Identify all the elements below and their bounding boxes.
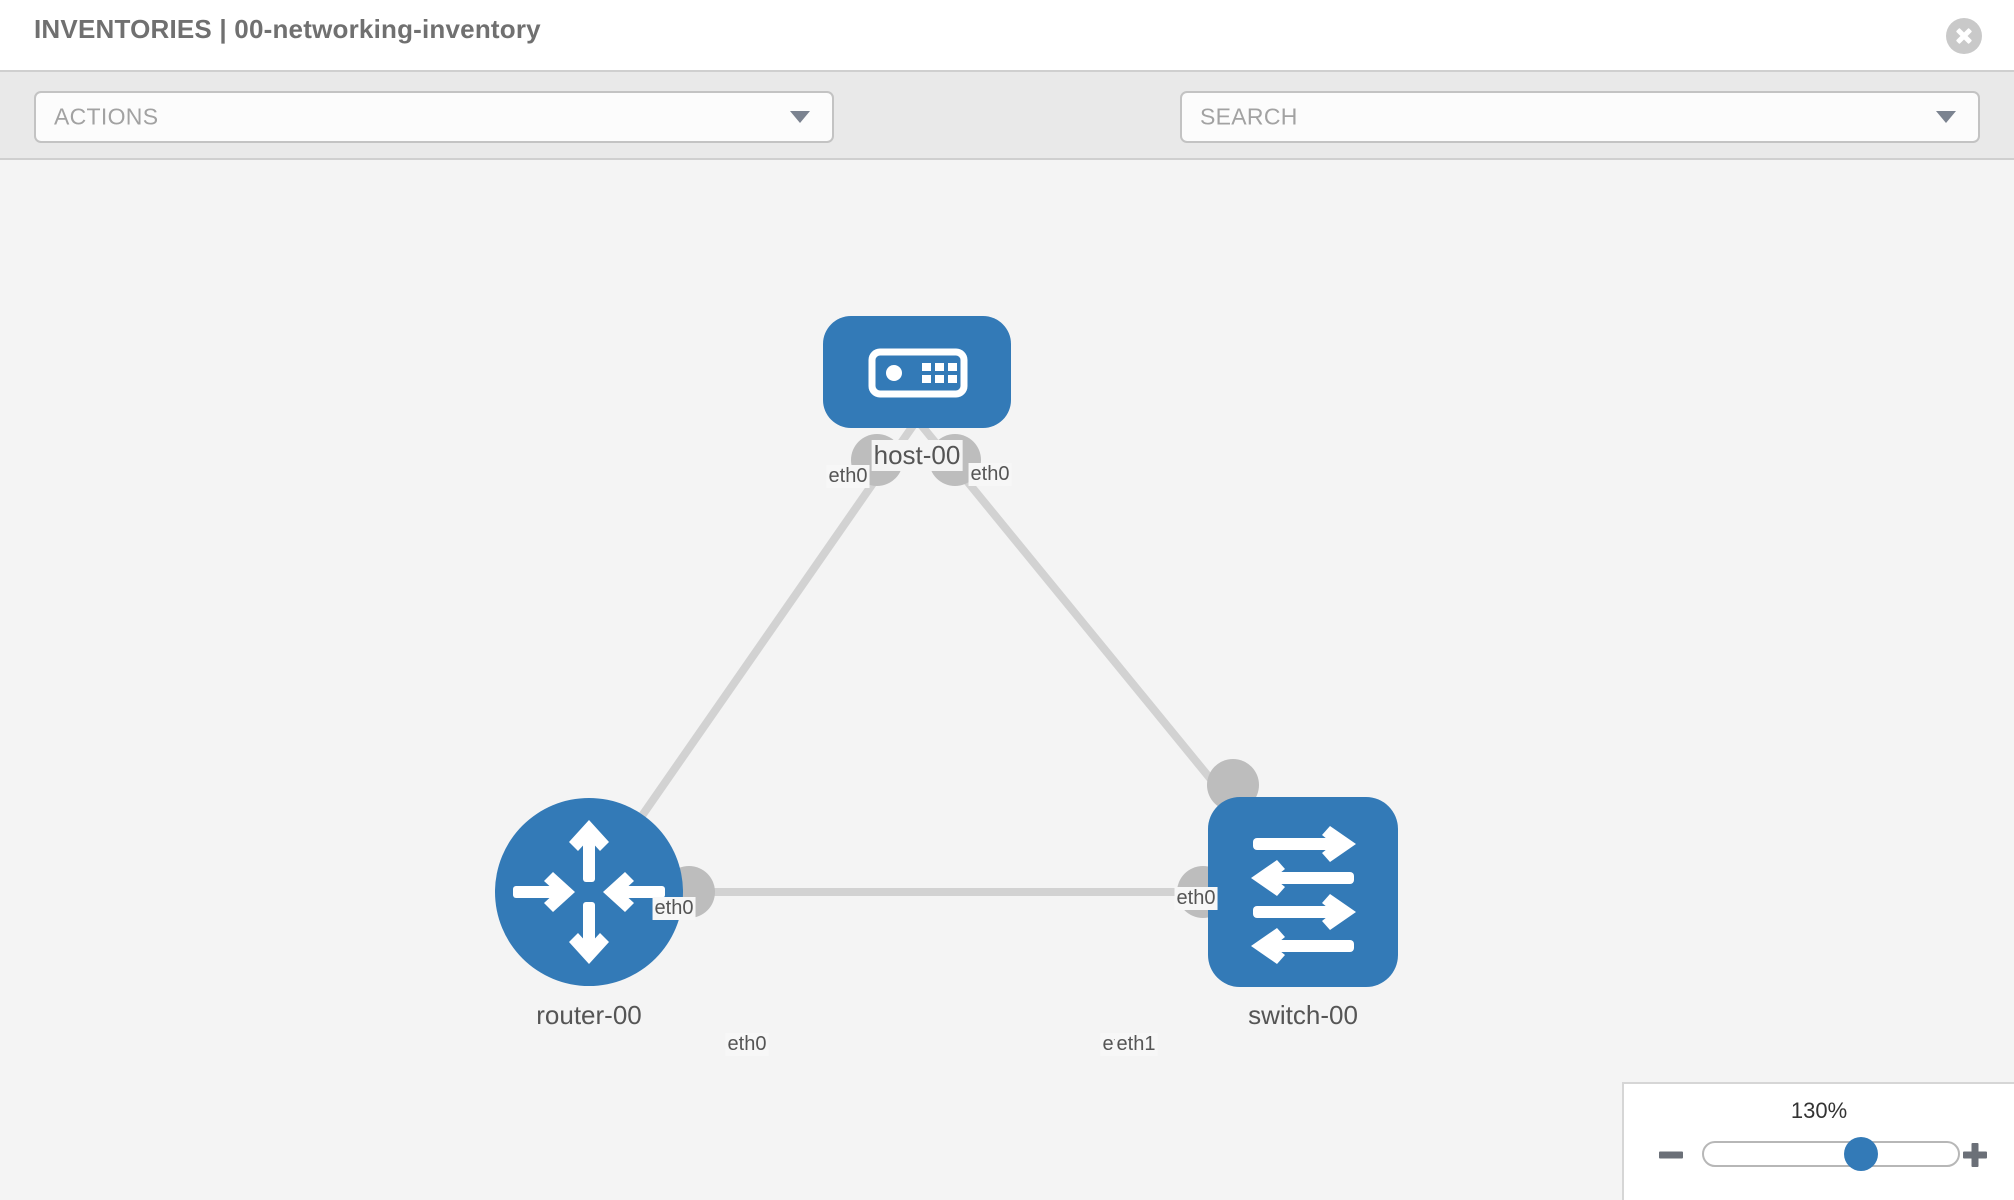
node-router-00	[495, 798, 683, 986]
page-title: INVENTORIES | 00-networking-inventory	[34, 14, 541, 44]
zoom-slider-handle[interactable]	[1844, 1137, 1879, 1171]
page-header: INVENTORIES | 00-networking-inventory	[0, 0, 2014, 70]
iface-label-switch-to-host: eth0	[1174, 887, 1218, 910]
chevron-down-icon	[1936, 111, 1956, 123]
zoom-control-panel: 130%	[1622, 1082, 2014, 1200]
switch-arrows-icon	[1251, 826, 1356, 964]
zoom-level-value: 130%	[1790, 1098, 1848, 1123]
node-host-00	[823, 316, 1011, 428]
search-placeholder: SEARCH	[1200, 103, 1298, 130]
iface-label-host-to-switch: eth0	[968, 463, 1012, 486]
iface-label-router-to-host: eth0	[652, 897, 696, 920]
iface-label-host-to-router: eth0	[826, 465, 870, 488]
connector-layer	[663, 434, 1259, 918]
router-arrows-icon	[513, 820, 665, 964]
node-label-switch-00: switch-00	[1246, 1000, 1360, 1031]
close-icon[interactable]	[1946, 18, 1982, 54]
node-label-router-00: router-00	[534, 1000, 644, 1031]
iface-label-router-to-switch: eth0	[725, 1033, 769, 1056]
zoom-out-button[interactable]	[1656, 1140, 1686, 1170]
link-host-router	[585, 417, 921, 895]
chevron-down-icon	[790, 111, 810, 123]
node-switch-00	[1208, 797, 1398, 987]
zoom-slider[interactable]	[1702, 1137, 1960, 1171]
node-label-host-00: host-00	[871, 440, 963, 471]
search-input[interactable]: SEARCH	[1180, 91, 1980, 143]
server-icon	[868, 348, 968, 398]
link-layer	[585, 417, 1307, 896]
topology-graph	[495, 316, 1398, 987]
zoom-in-button[interactable]	[1960, 1140, 1990, 1170]
actions-dropdown-label: ACTIONS	[54, 103, 159, 130]
toolbar: ACTIONS SEARCH	[0, 70, 2014, 209]
iface-label-switch-to-router: eth1	[1114, 1033, 1158, 1056]
actions-dropdown[interactable]: ACTIONS	[34, 91, 834, 143]
topology-canvas[interactable]: host-00 router-00 switch-00 eth0 eth0 et…	[0, 160, 2014, 1200]
